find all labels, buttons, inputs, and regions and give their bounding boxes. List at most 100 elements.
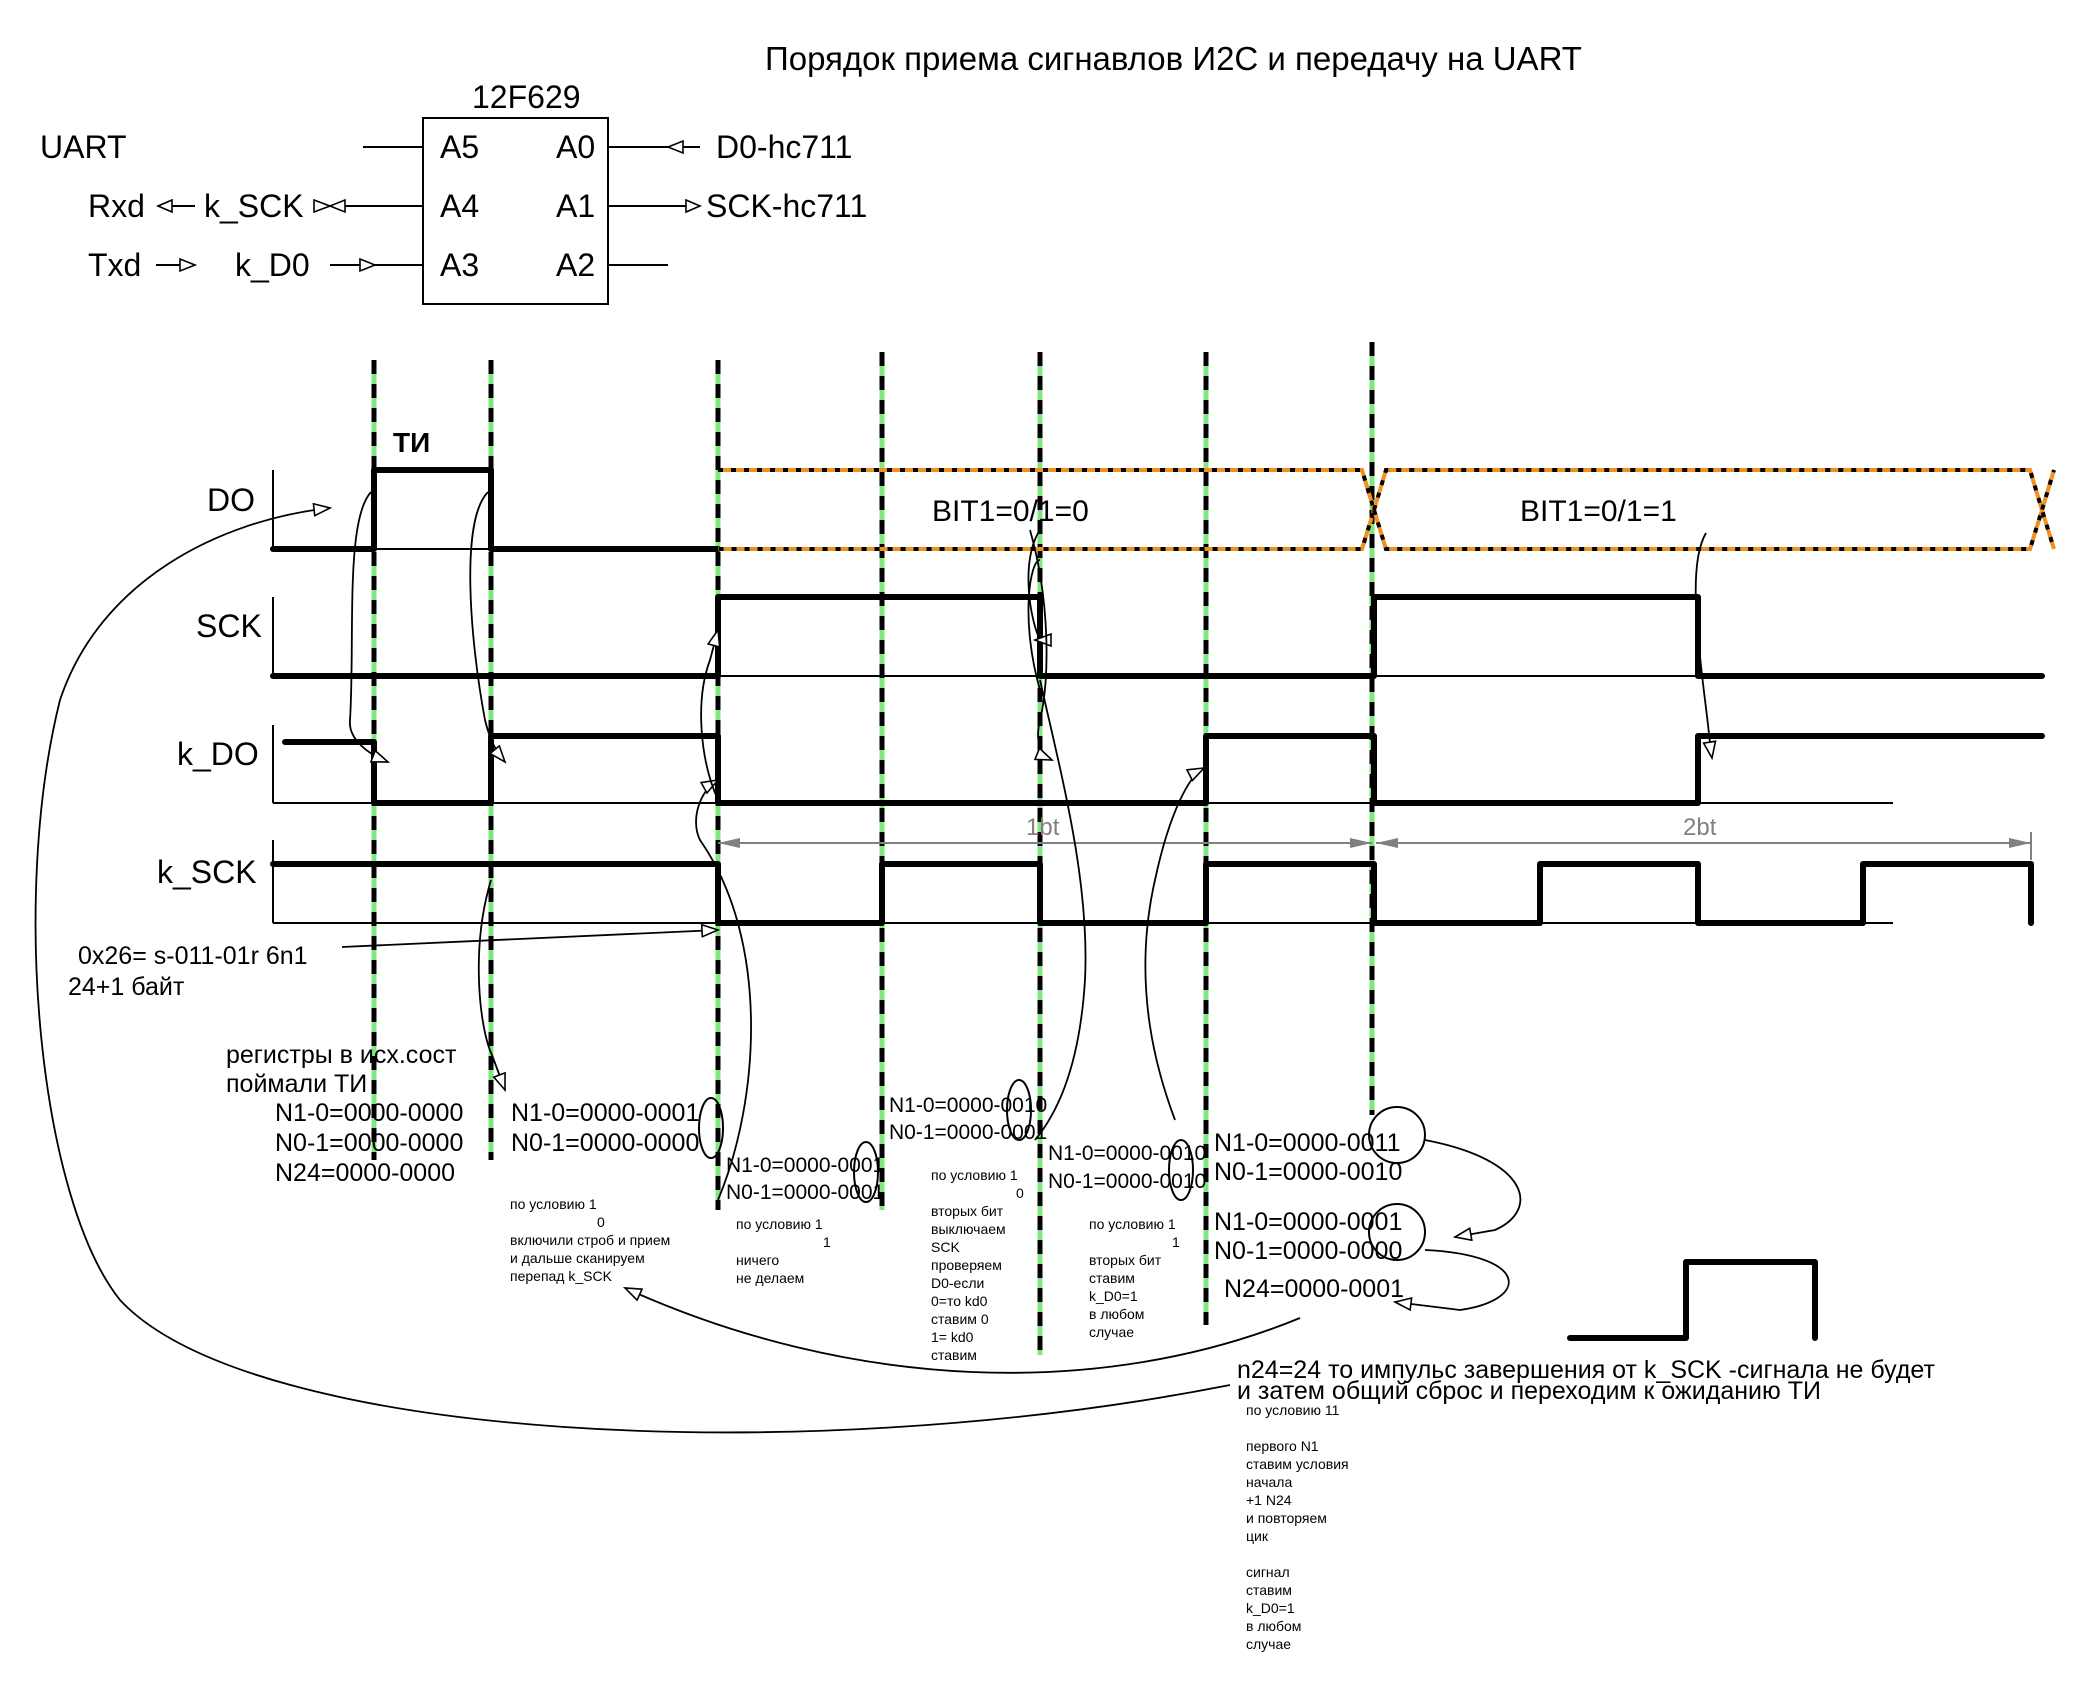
comment-line: цик <box>1246 1528 1269 1544</box>
comment-line: вторых бит <box>1089 1252 1162 1268</box>
arrow-icon <box>179 257 198 273</box>
curve-line <box>1027 559 1041 691</box>
label-rxd: Rxd <box>88 188 145 224</box>
curve-arrow <box>349 491 388 763</box>
register-line: N1-0=0000-0011 <box>1214 1129 1401 1157</box>
terminal-pulse <box>1567 1259 1818 1341</box>
register-line: N24=0000-0001 <box>1224 1275 1404 1303</box>
comment-block-3: по условию 1 0 вторых бит выключаем SCK … <box>931 1167 1024 1363</box>
highlight-ellipse <box>853 1141 879 1203</box>
comment-line: первого N1 <box>1246 1438 1319 1454</box>
comment-line: SCK <box>931 1239 960 1255</box>
comment-line: выключаем <box>931 1221 1006 1237</box>
comment-line: ставим <box>1246 1582 1292 1598</box>
comment-line: k_D0=1 <box>1089 1288 1138 1304</box>
highlight-ellipse <box>698 1097 724 1159</box>
register-block-3: N1-0=0000-0010 N0-1=0000-0001 <box>889 1094 1047 1144</box>
causal-arrows <box>34 491 1712 1434</box>
register-line: N24=0000-0000 <box>275 1159 455 1187</box>
register-line: N1-0=0000-0001 <box>511 1099 699 1127</box>
loop-arrow <box>1424 1139 1522 1237</box>
label-k-d0: k_D0 <box>235 247 310 283</box>
comment-line: по условию 11 <box>1246 1402 1340 1418</box>
highlight-circle <box>1368 1106 1426 1164</box>
note-init-2: поймали ТИ <box>226 1070 367 1098</box>
register-line: N0-1=0000-0000 <box>1214 1237 1402 1265</box>
comment-line: по условию 1 <box>736 1216 823 1232</box>
arrow-icon <box>327 198 346 214</box>
comment-line: в любом <box>1246 1618 1301 1634</box>
label-k-sck: k_SCK <box>204 188 304 224</box>
bus-segment-1-dash <box>718 468 1377 551</box>
comment-line: и повторяем <box>1246 1510 1327 1526</box>
register-line: N0-1=0000-0010 <box>1048 1170 1206 1193</box>
register-block-2: N1-0=0000-0001 N0-1=0000-0001 <box>726 1154 884 1204</box>
comment-line: 0=то kd0 <box>931 1293 988 1309</box>
register-line: N0-1=0000-0000 <box>275 1129 463 1157</box>
comment-line: начала <box>1246 1474 1292 1490</box>
chip-block: 12F629 A5 A4 A3 A0 A1 A2 UART Rxd k_SCK … <box>40 79 867 305</box>
curve-arrow <box>1029 529 1052 760</box>
curve-arrow <box>477 879 505 1090</box>
loop-arrow <box>1395 1249 1510 1310</box>
comment-line: 1 <box>823 1234 831 1250</box>
comment-line: перепад k_SCK <box>510 1268 613 1284</box>
comment-line: k_D0=1 <box>1246 1600 1295 1616</box>
dimension-label-2bt: 2bt <box>1683 814 1717 841</box>
highlight-circle <box>1368 1203 1426 1261</box>
highlight-ellipse <box>1006 1079 1032 1141</box>
comment-line: +1 N24 <box>1246 1492 1292 1508</box>
comment-line: по условию 1 <box>1089 1216 1176 1232</box>
comment-line: и дальше сканируем <box>510 1250 645 1266</box>
comment-line: ставим условия <box>1246 1456 1349 1472</box>
register-block-4: N1-0=0000-0010 N0-1=0000-0010 <box>1048 1142 1206 1193</box>
comment-line: в любом <box>1089 1306 1144 1322</box>
k-sck-waveform <box>270 861 2034 926</box>
arrow-icon <box>685 198 703 214</box>
pin-a2: A2 <box>556 247 595 283</box>
curve-arrow <box>469 491 505 762</box>
register-line: N0-1=0000-0010 <box>1214 1158 1402 1186</box>
comment-line: 0 <box>597 1214 605 1230</box>
note-hex: 0x26= s-011-01r 6n1 <box>78 942 308 970</box>
register-line: N0-1=0000-0000 <box>511 1129 699 1157</box>
signal-label-do: DO <box>207 482 255 518</box>
comment-line: включили строб и прием <box>510 1232 670 1248</box>
arrow-icon <box>359 257 378 273</box>
register-block-0: N1-0=0000-0000 N0-1=0000-0000 N24=0000-0… <box>275 1099 463 1187</box>
dimension-arrow-icon <box>1376 838 1398 848</box>
diagram-title: Порядок приема сигнавлов И2С и передачу … <box>765 40 1582 77</box>
k-do-waveform <box>282 733 2045 806</box>
pulse-label-ti: ТИ <box>393 427 430 458</box>
register-line: N0-1=0000-0001 <box>726 1181 884 1204</box>
pin-a0: A0 <box>556 129 595 165</box>
comment-line: 1 <box>1172 1234 1180 1250</box>
curve-arrow <box>1144 768 1204 1121</box>
comment-line: случае <box>1089 1324 1134 1340</box>
highlight-ellipse <box>1168 1139 1194 1201</box>
bus-label-bit0: BIT1=0/1=0 <box>932 495 1089 528</box>
pin-a1: A1 <box>556 188 595 224</box>
pin-a3: A3 <box>440 247 479 283</box>
label-uart: UART <box>40 129 127 165</box>
comment-line: ничего <box>736 1252 779 1268</box>
comment-line: по условию 1 <box>510 1196 597 1212</box>
note-final-1: n24=24 то импульс завершения от k_SCK -с… <box>1237 1356 1935 1384</box>
signal-label-sck: SCK <box>196 608 262 644</box>
sck-waveform <box>270 594 2045 679</box>
note-bytes: 24+1 байт <box>68 973 185 1001</box>
comment-line: 1= kd0 <box>931 1329 974 1345</box>
curve-arrow <box>1694 532 1712 758</box>
chip-name: 12F629 <box>472 79 581 115</box>
register-line: N0-1=0000-0001 <box>889 1121 1047 1144</box>
note-init-1: регистры в исх.сост <box>226 1041 457 1069</box>
chip-body <box>422 117 609 305</box>
register-block-6: N1-0=0000-0001 N0-1=0000-0000 N24=0000-0… <box>1214 1208 1404 1303</box>
label-txd: Txd <box>88 247 141 283</box>
comment-line: ставим <box>1089 1270 1135 1286</box>
register-line: N1-0=0000-0010 <box>889 1094 1047 1117</box>
do-waveform <box>270 467 721 552</box>
curve-line <box>1034 679 1087 1141</box>
arrow-icon <box>155 198 173 214</box>
